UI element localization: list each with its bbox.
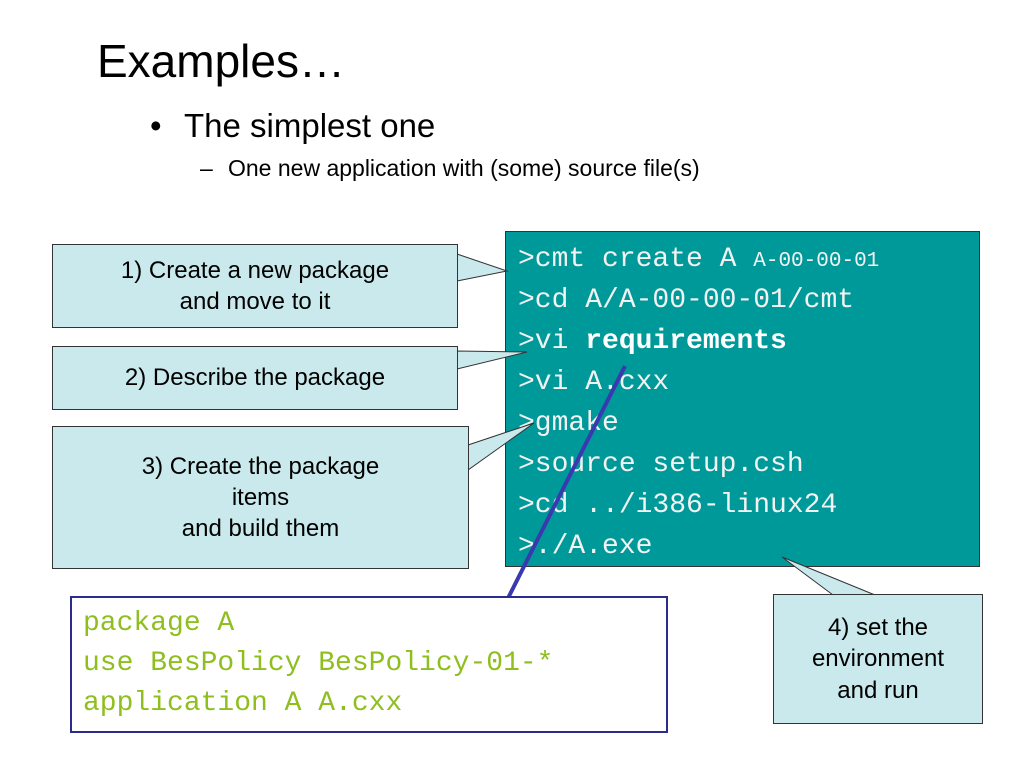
version-tag: A-00-00-01 (753, 250, 880, 273)
terminal-line: >cd ../i386-linux24 (518, 490, 838, 521)
callout4-pointer (781, 556, 876, 596)
bullet-dot-icon: • (150, 107, 162, 144)
requirements-line: application A A.cxx (83, 688, 403, 719)
callout-text: 3) Create the package (141, 452, 380, 480)
callout-text: 2) Describe the package (124, 364, 386, 392)
terminal-line: >source setup.csh (518, 449, 804, 480)
callout3-pointer (467, 422, 535, 471)
dash-icon: – (200, 155, 213, 181)
requirements-line: package A (83, 608, 235, 639)
terminal-line: >cd A/A-00-00-01/cmt (518, 285, 855, 316)
callout-text: and run (837, 676, 919, 704)
terminal-line: >vi requirements (518, 328, 787, 356)
callout-describe-package: 2) Describe the package (52, 346, 458, 410)
callout-set-environment: 4) set the environment and run (773, 594, 983, 724)
slide-title: Examples… (97, 35, 345, 87)
terminal-box: >cmt create A A-00-00-01 >cd A/A-00-00-0… (505, 231, 980, 567)
callout-text: items (231, 483, 290, 511)
requirements-file-box: package A use BesPolicy BesPolicy-01-* a… (70, 596, 668, 733)
callout2-pointer (456, 350, 528, 370)
callout1-pointer (456, 253, 509, 282)
command-text: >vi (518, 326, 586, 357)
terminal-line: >vi A.cxx (518, 367, 670, 398)
requirements-line: use BesPolicy BesPolicy-01-* (83, 648, 554, 679)
bullet-text: The simplest one (184, 107, 436, 144)
terminal-line: >cmt create A A-00-00-01 (518, 246, 879, 274)
requirements-filename: requirements (585, 326, 787, 357)
callout-text: environment (811, 645, 945, 673)
sub-bullet-item: –One new application with (some) source … (200, 155, 700, 181)
callout-create-package: 1) Create a new package and move to it (52, 244, 458, 328)
callout-build-items: 3) Create the package items and build th… (52, 426, 469, 569)
requirements-arrow (494, 365, 627, 623)
callout-text: 4) set the (827, 614, 929, 642)
callout-text: and build them (181, 515, 340, 543)
command-text: >cmt create A (518, 244, 754, 275)
sub-bullet-text: One new application with (some) source f… (228, 155, 700, 181)
callout-text: and move to it (179, 288, 331, 315)
bullet-item: • The simplest one (150, 107, 436, 144)
callout-text: 1) Create a new package (120, 256, 390, 284)
